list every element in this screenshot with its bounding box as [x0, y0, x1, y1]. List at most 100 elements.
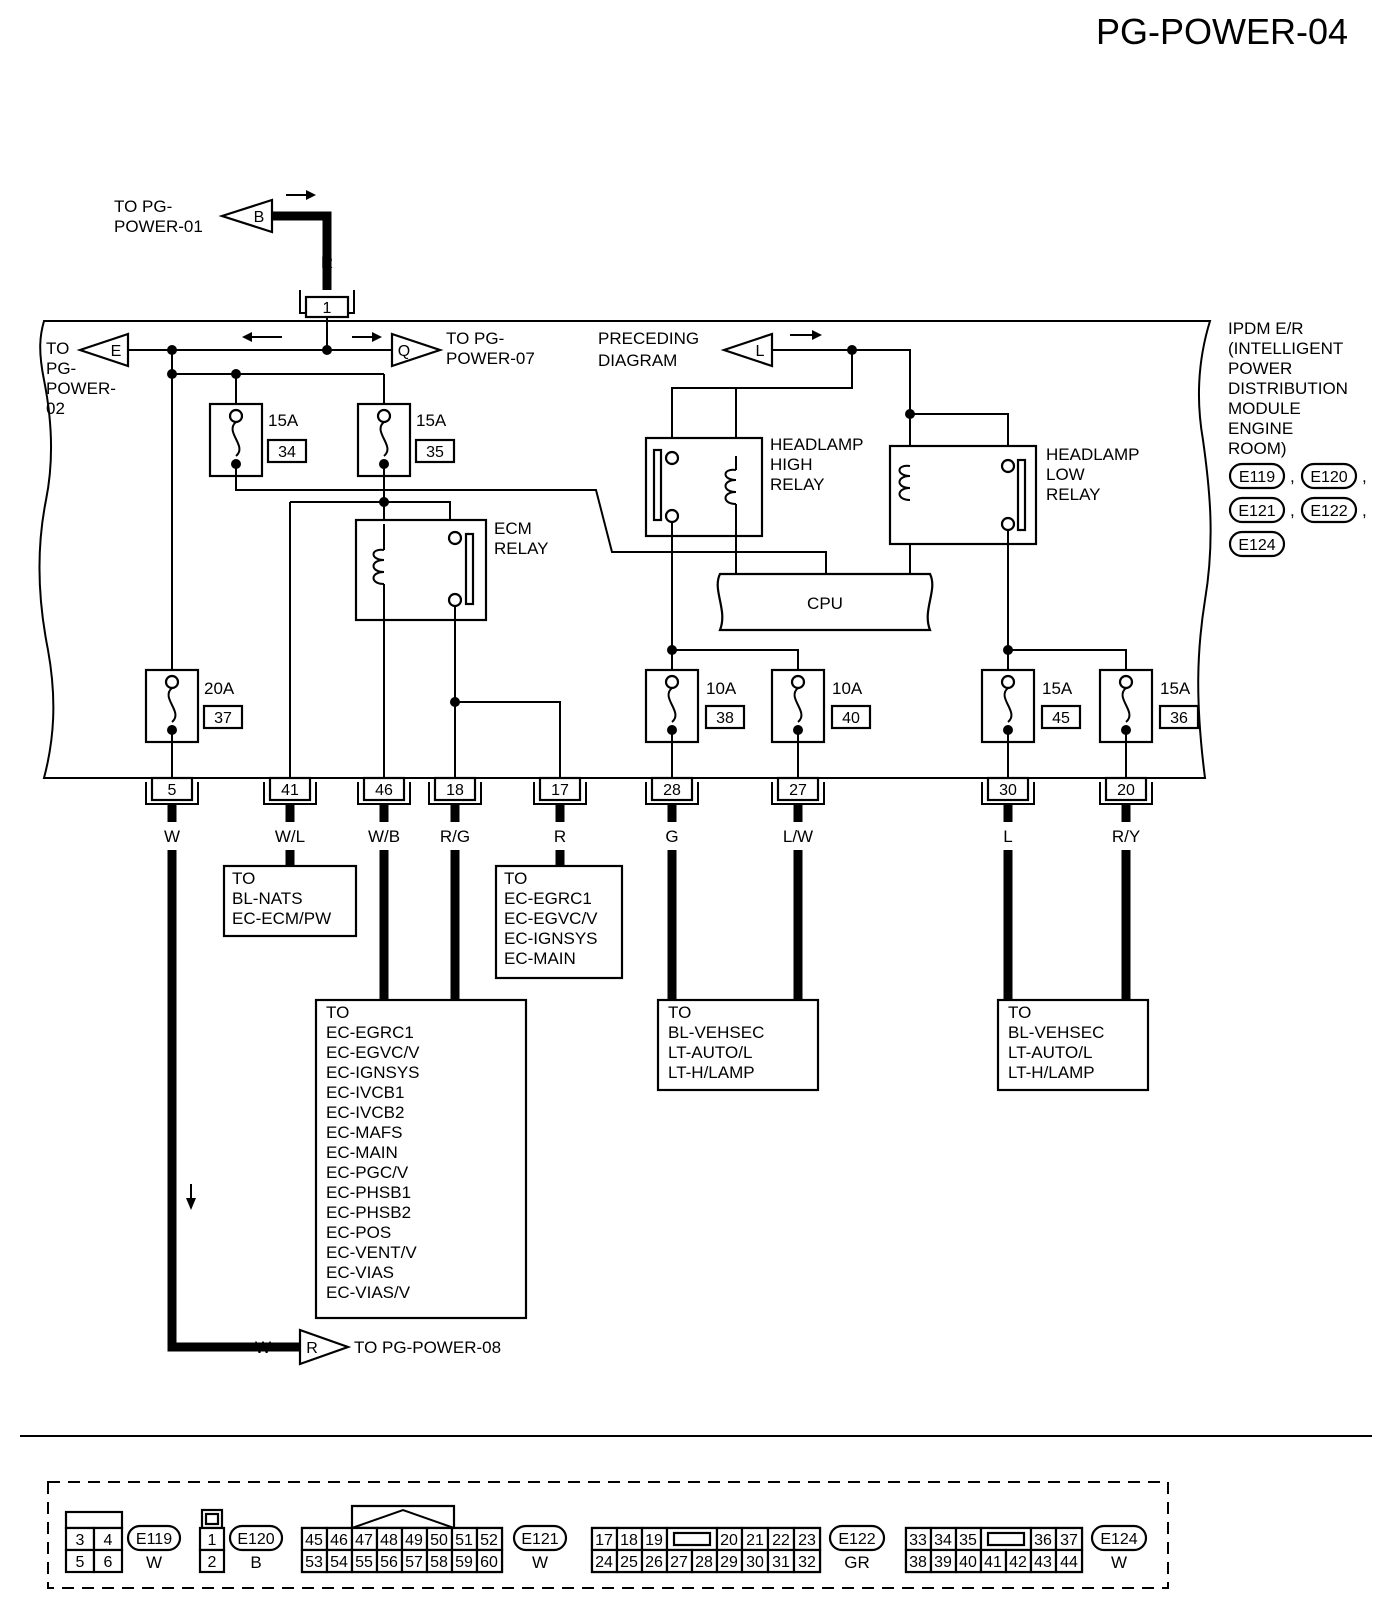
svg-text:LT-H/LAMP: LT-H/LAMP	[1008, 1063, 1095, 1082]
svg-text:31: 31	[772, 1554, 790, 1571]
svg-text:20: 20	[720, 1532, 738, 1549]
svg-text:L/W: L/W	[783, 827, 813, 846]
fuse-37: 20A 37	[144, 668, 244, 744]
svg-text:48: 48	[380, 1532, 398, 1549]
svg-text:(INTELLIGENT: (INTELLIGENT	[1228, 339, 1343, 358]
svg-text:EC-MAIN: EC-MAIN	[504, 949, 576, 968]
svg-text:EC-ECM/PW: EC-ECM/PW	[232, 909, 331, 928]
svg-text:2: 2	[208, 1554, 217, 1571]
svg-text:L: L	[756, 343, 765, 360]
svg-text:ENGINE: ENGINE	[1228, 419, 1293, 438]
svg-text:TO: TO	[1008, 1003, 1031, 1022]
svg-text:EC-IVCB1: EC-IVCB1	[326, 1083, 404, 1102]
svg-text:21: 21	[746, 1532, 764, 1549]
svg-text:15A: 15A	[1042, 679, 1073, 698]
connector-view-e122: 17 18 19 20 21 22 23 24 25 26 27 28 29 3…	[590, 1524, 886, 1574]
svg-text:36: 36	[1170, 710, 1188, 727]
svg-text:B: B	[254, 209, 265, 226]
svg-text:1: 1	[208, 1532, 217, 1549]
svg-text:19: 19	[645, 1532, 663, 1549]
svg-text:10A: 10A	[706, 679, 737, 698]
svg-text:18: 18	[620, 1532, 638, 1549]
svg-text:4: 4	[104, 1532, 113, 1549]
svg-text:32: 32	[798, 1554, 816, 1571]
module-label: IPDM E/R (INTELLIGENT POWER DISTRIBUTION…	[1228, 319, 1348, 458]
svg-text:Q: Q	[398, 343, 410, 360]
svg-text:W/B: W/B	[368, 827, 400, 846]
svg-text:BL-VEHSEC: BL-VEHSEC	[1008, 1023, 1104, 1042]
svg-text:47: 47	[355, 1532, 373, 1549]
svg-text:DIAGRAM: DIAGRAM	[598, 351, 677, 370]
svg-text:G: G	[665, 827, 678, 846]
svg-text:5: 5	[76, 1554, 85, 1571]
svg-text:15A: 15A	[1160, 679, 1191, 698]
svg-text:17: 17	[595, 1532, 613, 1549]
svg-text:E120: E120	[1310, 469, 1347, 486]
svg-text:E121: E121	[1238, 503, 1275, 520]
svg-text:B: B	[250, 1553, 261, 1572]
svg-text:EC-EGRC1: EC-EGRC1	[326, 1023, 414, 1042]
terminal-27: 27 L/W	[771, 776, 825, 846]
svg-text:45: 45	[1052, 710, 1070, 727]
svg-text:,: ,	[1362, 467, 1367, 486]
dest-bl-vehsec-2: TO BL-VEHSEC LT-AUTO/L LT-H/LAMP	[996, 998, 1150, 1092]
svg-text:6: 6	[104, 1554, 113, 1571]
svg-text:PG-: PG-	[46, 359, 76, 378]
svg-text:E121: E121	[521, 1531, 558, 1548]
offpage-connector-l: L PRECEDING DIAGRAM	[598, 329, 822, 370]
svg-text:TO: TO	[232, 869, 255, 888]
svg-text:TO: TO	[504, 869, 527, 888]
svg-text:LT-H/LAMP: LT-H/LAMP	[668, 1063, 755, 1082]
svg-text:24: 24	[595, 1554, 613, 1571]
svg-text:28: 28	[663, 782, 681, 799]
svg-text:41: 41	[281, 782, 299, 799]
svg-text:L: L	[1003, 827, 1012, 846]
svg-text:ROOM): ROOM)	[1228, 439, 1287, 458]
svg-text:E: E	[111, 343, 122, 360]
svg-text:W: W	[532, 1553, 548, 1572]
svg-text:TO PG-POWER-08: TO PG-POWER-08	[354, 1338, 501, 1357]
svg-text:EC-PHSB1: EC-PHSB1	[326, 1183, 411, 1202]
svg-text:TO: TO	[326, 1003, 349, 1022]
dest-bl-nats: TO BL-NATS EC-ECM/PW	[222, 864, 358, 938]
headlamp-low-relay: HEADLAMP LOW RELAY	[888, 444, 1140, 546]
svg-text:38: 38	[716, 710, 734, 727]
svg-text:36: 36	[1034, 1532, 1052, 1549]
svg-text:35: 35	[959, 1532, 977, 1549]
svg-text:CPU: CPU	[807, 594, 843, 613]
svg-text:EC-VENT/V: EC-VENT/V	[326, 1243, 417, 1262]
svg-text:HIGH: HIGH	[770, 455, 813, 474]
svg-text:44: 44	[1060, 1554, 1078, 1571]
svg-text:54: 54	[330, 1554, 348, 1571]
svg-text:50: 50	[430, 1532, 448, 1549]
svg-text:EC-MAFS: EC-MAFS	[326, 1123, 403, 1142]
svg-text:E124: E124	[1100, 1531, 1137, 1548]
svg-text:BL-VEHSEC: BL-VEHSEC	[668, 1023, 764, 1042]
svg-text:41: 41	[984, 1554, 1002, 1571]
svg-text:LT-AUTO/L: LT-AUTO/L	[668, 1043, 752, 1062]
svg-text:E119: E119	[1239, 469, 1275, 486]
svg-text:37: 37	[214, 710, 232, 727]
svg-text:TO PG-: TO PG-	[446, 329, 504, 348]
svg-text:DISTRIBUTION: DISTRIBUTION	[1228, 379, 1348, 398]
svg-text:43: 43	[1034, 1554, 1052, 1571]
terminal-1: 1	[299, 290, 355, 319]
svg-text:R/Y: R/Y	[1112, 827, 1140, 846]
svg-text:51: 51	[455, 1532, 473, 1549]
svg-text:49: 49	[405, 1532, 423, 1549]
svg-text:HEADLAMP: HEADLAMP	[770, 435, 864, 454]
top-wire-color: R	[321, 253, 333, 272]
svg-text:10A: 10A	[832, 679, 863, 698]
svg-text:TO PG-: TO PG-	[114, 197, 172, 216]
cpu-block: CPU	[716, 572, 934, 632]
svg-text:22: 22	[772, 1532, 790, 1549]
svg-text:15A: 15A	[268, 411, 299, 430]
svg-text:1: 1	[323, 300, 332, 317]
svg-text:R/G: R/G	[440, 827, 470, 846]
fuse-36: 15A 36	[1098, 668, 1200, 744]
ecm-relay: ECM RELAY	[354, 518, 549, 786]
svg-text:EC-PHSB2: EC-PHSB2	[326, 1203, 411, 1222]
svg-text:42: 42	[1009, 1554, 1027, 1571]
headlamp-high-relay: HEADLAMP HIGH RELAY	[644, 435, 864, 574]
offpage-connector-q: Q TO PG- POWER-07	[390, 329, 535, 368]
